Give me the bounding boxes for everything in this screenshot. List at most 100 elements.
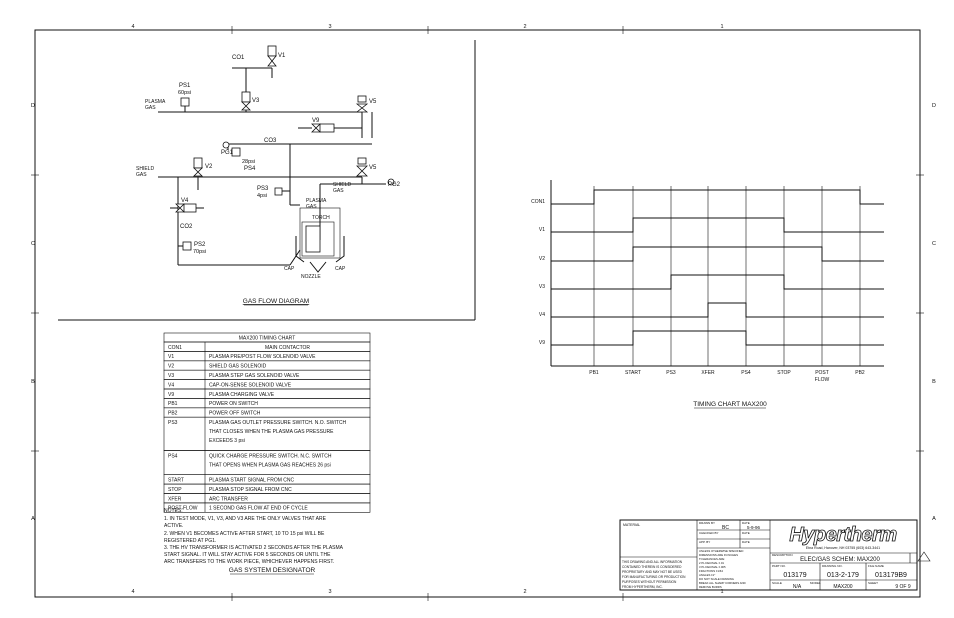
co1-label: CO1	[232, 55, 245, 61]
signal-label: V2	[539, 256, 545, 262]
shield-gas-label: GAS	[136, 172, 147, 178]
signal-label: V9	[539, 340, 545, 346]
signal-trace	[551, 302, 884, 318]
file-value: 013179B9	[875, 572, 907, 579]
note-line: ARC TRANSFERS TO THE WORK PIECE, WHICHEV…	[164, 559, 334, 565]
note-line: 1. IN TEST MODE, V1, V3, AND V3 ARE THE …	[164, 516, 327, 522]
designator-desc: PLASMA PRE/POST FLOW SOLENOID VALVE	[209, 354, 316, 360]
designator-code: POST-FLOW	[168, 506, 198, 512]
column-markers: 4 3 2 1 4 3 2 1	[131, 24, 723, 595]
v5-label: V5	[369, 99, 377, 105]
co3-label: CO3	[264, 138, 277, 144]
event-label: PB2	[855, 370, 865, 376]
row-markers: D C B A D C B A	[31, 103, 936, 522]
event-sublabel: FLOW	[815, 377, 830, 383]
designator-code: PB2	[168, 411, 178, 417]
designator-code: STOP	[168, 487, 182, 493]
drawing-label: DRAWING NO.	[822, 564, 843, 568]
table-row	[163, 502, 371, 513]
designator-desc: SHIELD GAS SOLENOID	[209, 364, 267, 370]
event-label: POST	[815, 370, 829, 376]
designator-desc: THAT OPENS WHEN PLASMA GAS REACHES 26 ps…	[209, 462, 331, 468]
model-value: MAX200	[833, 584, 852, 590]
pg2-label: PG2	[388, 182, 401, 188]
shield-gas-label: SHIELD	[136, 166, 154, 172]
model-label: MODEL	[810, 581, 821, 585]
note-line: START SIGNAL. IT WILL STAY ACTIVE FOR 5 …	[164, 552, 331, 558]
signal-trace	[551, 189, 884, 205]
v3-label: V3	[252, 98, 260, 104]
event-label: PS3	[666, 370, 676, 376]
tolerance-line: DIMENSIONS ARE IN INCHES	[699, 553, 738, 557]
gas-flow-title: GAS FLOW DIAGRAM	[243, 298, 309, 305]
note-line: 2. WHEN V1 BECOMES ACTIVE AFTER START, 1…	[164, 531, 325, 537]
plasma-gas-label: GAS	[145, 105, 156, 111]
row-marker: C	[932, 241, 936, 247]
date-label: DATE	[742, 521, 750, 525]
designator-code: START	[168, 478, 184, 484]
designator-desc: 1 SECOND GAS FLOW AT END OF CYCLE	[209, 506, 308, 512]
designator-code: PS3	[168, 420, 178, 426]
v2-label: V2	[205, 164, 213, 170]
table-header: MAX200 TIMING CHART	[239, 336, 296, 342]
part-value: 013179	[783, 572, 806, 579]
ps1-label: PS1	[179, 83, 191, 89]
col-marker: 4	[131, 24, 134, 30]
col-marker: 2	[523, 24, 526, 30]
tolerance-line: 3 PL DECIMAL ±.005	[699, 565, 726, 569]
designator-code: CON1	[168, 345, 182, 351]
designator-desc: POWER ON SWITCH	[209, 401, 258, 407]
designator-notes: NOTES: 1. IN TEST MODE, V1, V3, AND V3 A…	[164, 508, 344, 565]
file-label: FILE NAME	[868, 564, 884, 568]
tolerance-line: UNLESS OTHERWISE SPECIFIED	[699, 549, 743, 553]
note-line: ACTIVE.	[164, 523, 183, 529]
material-label: MATERIAL	[623, 523, 640, 527]
proprietary-line: PURPOSES WITHOUT PERMISSION	[622, 580, 677, 584]
designator-code: V2	[168, 364, 174, 370]
v5-label: V5	[369, 165, 377, 171]
torch-label: TORCH	[312, 215, 330, 221]
v1-label: V1	[278, 53, 286, 59]
row-marker: A	[31, 516, 35, 522]
checked-by-label: CHECKED BY	[699, 531, 719, 535]
ps3-label: PS3	[257, 186, 269, 192]
row-marker: D	[932, 103, 936, 109]
col-marker: 1	[720, 24, 723, 30]
table-row	[163, 493, 371, 504]
designator-desc: THAT CLOSES WHEN THE PLASMA GAS PRESSURE	[209, 429, 334, 435]
proprietary-line: FROM HYPERTHERM, INC.	[622, 585, 663, 589]
ps2-value: 70psi	[193, 249, 206, 255]
torch-plasma-label: GAS	[306, 204, 317, 210]
cap-label: CAP	[284, 266, 295, 272]
event-label: START	[625, 370, 641, 376]
row-marker: D	[31, 103, 35, 109]
co2-label: CO2	[180, 224, 193, 230]
signal-trace	[551, 330, 884, 346]
col-marker: 3	[328, 24, 331, 30]
col-marker: 4	[131, 589, 134, 595]
shield-gas-label: SHIELD	[333, 182, 351, 188]
tolerance-line: DO NOT SCALE DRAWING	[699, 577, 734, 581]
sheet-label: SHEET	[868, 581, 878, 585]
tolerance-line: ANGLES ±1°	[699, 573, 715, 577]
note-line: REGISTERED AT PG1.	[164, 538, 216, 544]
signal-trace	[551, 246, 884, 262]
table-row	[163, 360, 371, 371]
ps3-value: 4psi	[257, 193, 267, 199]
torch-plasma-label: PLASMA	[306, 198, 327, 204]
designator-code: V1	[168, 354, 174, 360]
proprietary-line: THIS DRAWING AND ALL INFORMATION	[622, 560, 683, 564]
drawn-by-label: DRAWN BY	[699, 521, 715, 525]
designator-desc: PLASMA STOP SIGNAL FROM CNC	[209, 487, 292, 493]
designator-code: XFER	[168, 496, 182, 502]
shield-gas-label: GAS	[333, 188, 344, 194]
proprietary-line: PROPRIETARY AND MAY NOT BE USED	[622, 570, 683, 574]
designator-desc: PLASMA STEP GAS SOLENOID VALVE	[209, 373, 300, 379]
tolerance-line: TOLERANCES ARE:	[699, 557, 725, 561]
col-marker: 1	[720, 589, 723, 595]
designator-code: V3	[168, 373, 174, 379]
row-marker: A	[932, 516, 936, 522]
